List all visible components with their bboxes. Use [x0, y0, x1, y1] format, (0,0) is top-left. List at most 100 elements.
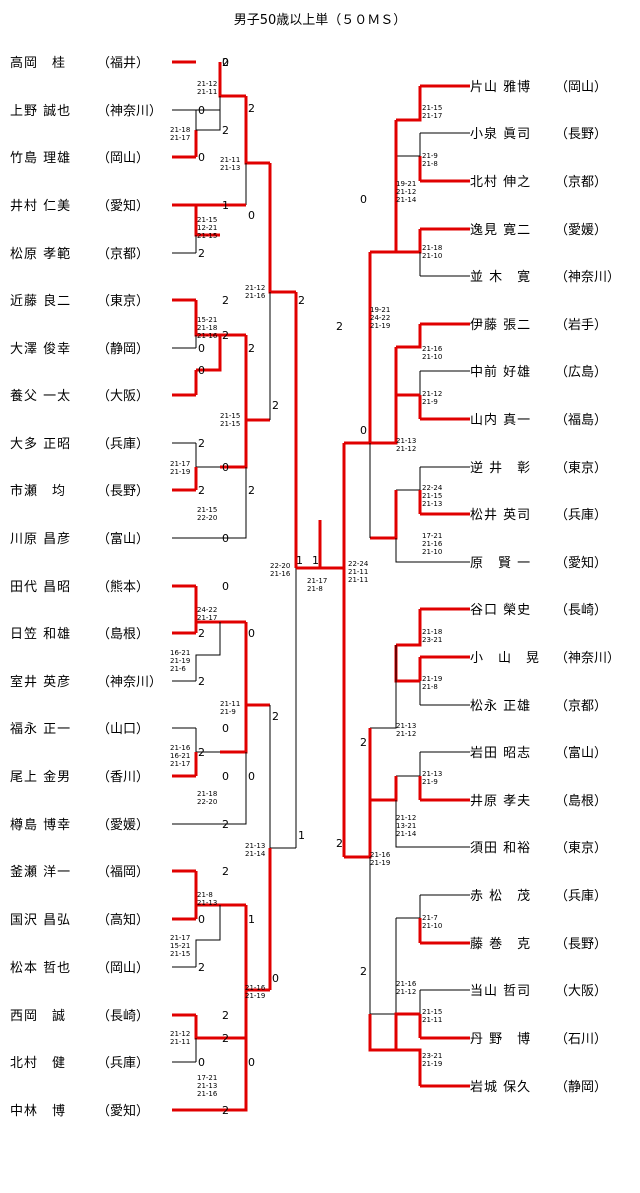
game-score: 21-16 [396, 980, 417, 988]
game-score: 21-16 [422, 540, 443, 548]
player-club: （熊本） [97, 579, 149, 595]
bracket-line [196, 335, 222, 372]
game-score: 21-17 [422, 112, 442, 120]
player-name: 近藤 良二 [10, 293, 71, 309]
match-result: 1 [312, 554, 319, 567]
game-score: 17-21 [422, 532, 442, 540]
player-name: 北村 健 [10, 1056, 66, 1071]
game-score: 21-16 [245, 984, 266, 992]
game-score: 21-12 [396, 445, 416, 453]
player-name: 小 山 晃 [470, 651, 540, 666]
game-score: 21-13 [396, 437, 416, 445]
game-score: 21-17 [170, 934, 190, 942]
match-result: 2 [198, 627, 205, 640]
match-result: 1 [248, 913, 255, 926]
game-score: 21-17 [170, 134, 190, 142]
bracket-line [370, 120, 398, 254]
match-result: 2 [198, 484, 205, 497]
player-name: 並 木 寛 [470, 269, 531, 285]
bracket-line [370, 490, 398, 540]
game-score: 19-21 [370, 306, 390, 314]
game-score: 21-15 [422, 492, 442, 500]
player-club: （石川） [555, 1032, 607, 1047]
game-score: 16-21 [170, 649, 190, 657]
match-result: 0 [198, 104, 205, 117]
game-score: 21-11 [197, 88, 217, 96]
bracket-line [395, 538, 420, 563]
match-result: 1 [222, 199, 229, 212]
game-score: 21-13 [245, 842, 265, 850]
player-name: 井原 孝夫 [470, 794, 531, 809]
player-name: 山内 真一 [470, 412, 531, 428]
player-name: 井村 仁美 [10, 199, 71, 214]
game-score: 21-13 [197, 899, 217, 907]
game-score: 21-18 [422, 628, 442, 636]
game-score: 23-21 [422, 1052, 442, 1060]
player-name: 谷口 榮史 [470, 603, 531, 618]
match-result: 1 [298, 829, 305, 842]
match-result: 2 [222, 1009, 229, 1022]
player-name: 岩田 昭志 [470, 746, 531, 761]
player-name: 西岡 誠 [10, 1009, 66, 1024]
game-score: 16-21 [170, 752, 190, 760]
player-name: 室井 英彦 [10, 674, 71, 690]
game-score: 21-15 [422, 1008, 442, 1016]
player-name: 福永 正一 [10, 722, 71, 737]
game-score: 21-15 [197, 232, 217, 240]
game-score: 21-18 [170, 126, 190, 134]
game-scores: 21-1221-1121-1821-1721-1121-1321-1512-21… [170, 80, 443, 1098]
match-result: 0 [222, 722, 229, 735]
player-club: （大阪） [97, 389, 149, 404]
player-name: 赤 松 茂 [470, 889, 531, 904]
player-name: 中前 好雄 [470, 364, 531, 380]
game-score: 22-24 [348, 560, 369, 568]
match-result: 0 [198, 364, 205, 377]
player-name: 日笠 和雄 [10, 627, 71, 642]
bracket-line [344, 252, 372, 445]
match-result: 2 [272, 710, 279, 723]
player-name: 逆 井 彰 [470, 460, 531, 476]
game-score: 21-13 [422, 500, 442, 508]
game-score: 21-12 [197, 80, 217, 88]
match-result: 2 [222, 865, 229, 878]
game-score: 12-21 [197, 224, 217, 232]
game-score: 21-14 [396, 196, 417, 204]
match-result: 0 [248, 627, 255, 640]
match-result: 2 [336, 837, 343, 850]
game-score: 21-7 [422, 914, 438, 922]
player-name: 逸見 寛二 [470, 222, 531, 238]
match-result: 0 [222, 532, 229, 545]
bracket-line [396, 86, 422, 122]
game-score: 21-19 [245, 992, 265, 1000]
game-score: 21-16 [170, 744, 191, 752]
game-score: 21-12 [245, 284, 265, 292]
player-club: （長野） [555, 937, 607, 952]
player-club: （愛知） [97, 198, 149, 214]
bracket-lines [172, 60, 470, 1112]
player-name: 高岡 桂 [10, 55, 66, 71]
game-score: 21-16 [422, 345, 443, 353]
player-club: （愛媛） [97, 818, 149, 833]
game-score: 21-8 [307, 585, 323, 593]
game-score: 21-16 [270, 570, 291, 578]
bracket-line [394, 1012, 420, 1050]
match-result: 0 [360, 424, 367, 437]
game-score: 21-15 [220, 420, 240, 428]
player-name: 養父 一太 [10, 388, 71, 404]
match-result: 2 [198, 746, 205, 759]
player-club: （静岡） [97, 342, 149, 357]
game-score: 21-9 [422, 778, 438, 786]
player-name: 市瀬 均 [10, 483, 66, 499]
player-club: （長野） [555, 127, 607, 142]
bracket-line [268, 163, 296, 294]
game-score: 21-13 [422, 770, 442, 778]
player-name: 上野 誠也 [10, 104, 71, 119]
player-name: 中林 博 [10, 1104, 66, 1119]
player-club: （福岡） [97, 865, 149, 880]
player-name: 大多 正昭 [10, 436, 71, 452]
game-score: 21-16 [197, 1090, 218, 1098]
player-club: （香川） [97, 770, 149, 785]
match-result: 0 [222, 461, 229, 474]
game-score: 21-16 [370, 851, 391, 859]
game-score: 21-11 [170, 1038, 190, 1046]
